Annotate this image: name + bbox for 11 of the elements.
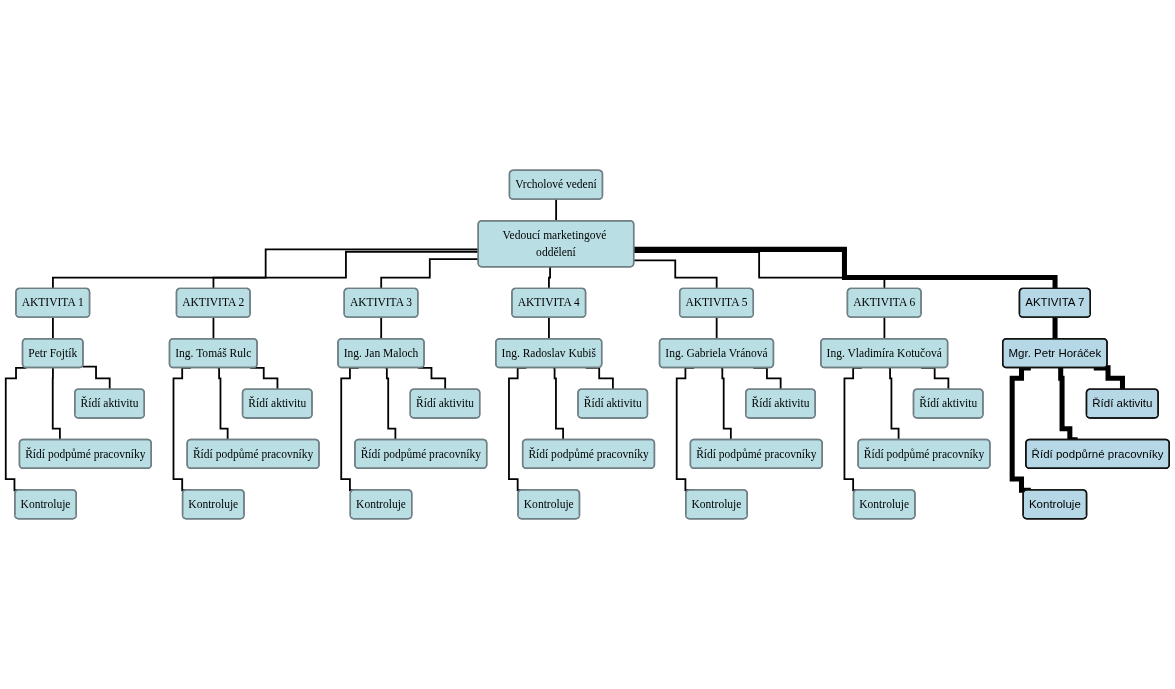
connector [633,259,718,290]
connector [548,316,550,340]
connector [883,316,886,340]
connector [633,251,886,290]
connector [555,198,558,222]
connector [380,316,383,340]
connector [715,316,718,340]
connector [81,365,111,391]
connector [212,316,215,340]
connector [548,266,553,290]
connector [52,316,54,340]
